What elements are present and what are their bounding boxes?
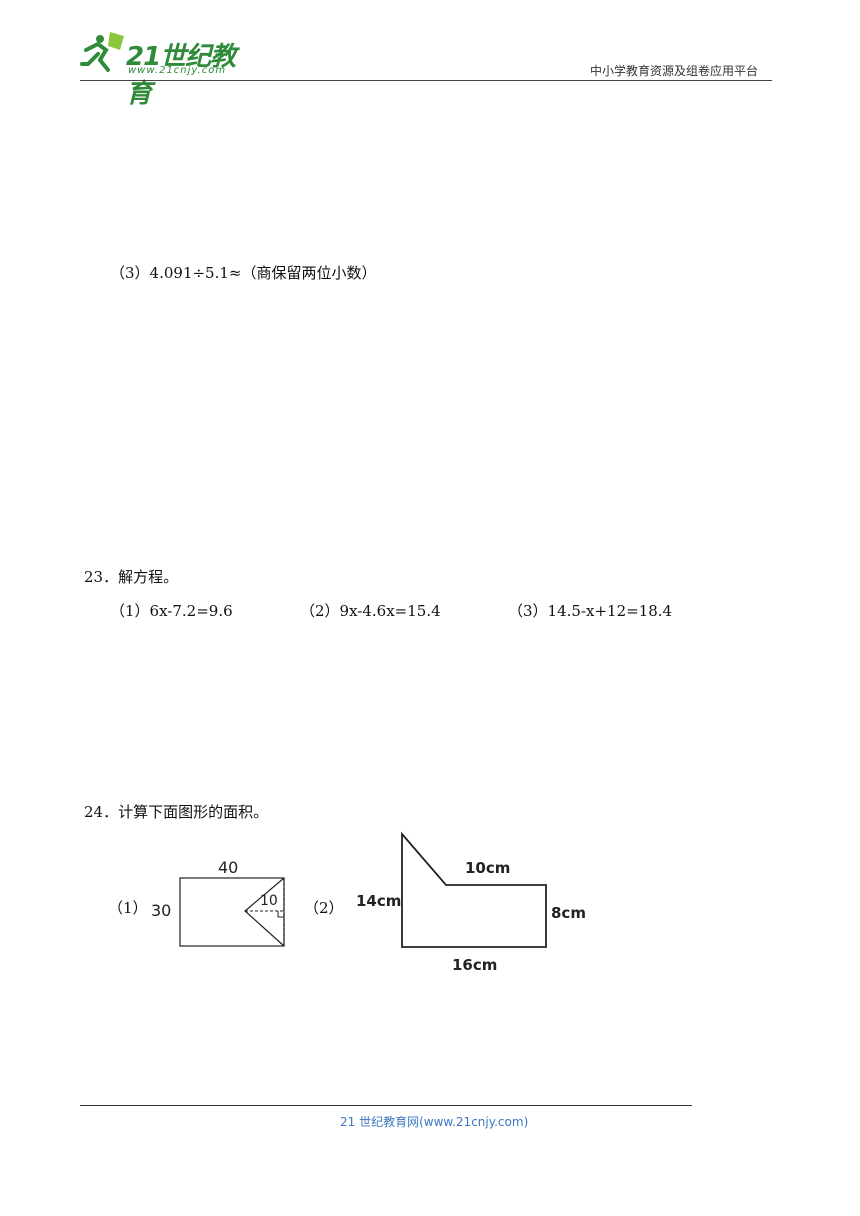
q24-title: 24．计算下面图形的面积。 bbox=[84, 803, 269, 821]
runner-logo-icon bbox=[80, 32, 124, 72]
fig2-composite-shape-diagram: 10cm 14cm 8cm 16cm bbox=[356, 831, 586, 974]
fig1-inner-length: 10 bbox=[260, 893, 278, 909]
fig2-bottom-length: 16cm bbox=[452, 956, 497, 974]
fig2-left-length: 14cm bbox=[356, 892, 401, 910]
q23-title: 23．解方程。 bbox=[84, 568, 179, 586]
fig2-label: （2） bbox=[304, 899, 344, 917]
fig1-rectangle-diagram: 40 30 10 bbox=[151, 858, 285, 947]
fig1-label: （1） bbox=[108, 899, 148, 917]
q23-eq1: （1）6x-7.2=9.6 bbox=[110, 602, 233, 620]
q23-eq3: （3）14.5-x+12=18.4 bbox=[508, 602, 673, 620]
header-divider bbox=[80, 80, 772, 81]
fig1-top-length: 40 bbox=[218, 858, 238, 877]
fig1-left-length: 30 bbox=[151, 901, 171, 920]
logo-title: 21世纪教育 bbox=[126, 42, 236, 109]
fig2-right-length: 8cm bbox=[551, 904, 586, 922]
footer-divider bbox=[80, 1105, 692, 1106]
footer-link[interactable]: 21 世纪教育网(www.21cnjy.com) bbox=[340, 1115, 529, 1129]
platform-name: 中小学教育资源及组卷应用平台 bbox=[590, 64, 759, 78]
fig2-top-length: 10cm bbox=[465, 859, 510, 877]
q22-part3: （3）4.091÷5.1≈（商保留两位小数） bbox=[110, 264, 377, 282]
q23-eq2: （2）9x-4.6x=15.4 bbox=[300, 602, 441, 620]
header-logo: 21世纪教育 www.21cnjy.com bbox=[80, 30, 260, 109]
logo-url: www.21cnjy.com bbox=[128, 65, 227, 76]
